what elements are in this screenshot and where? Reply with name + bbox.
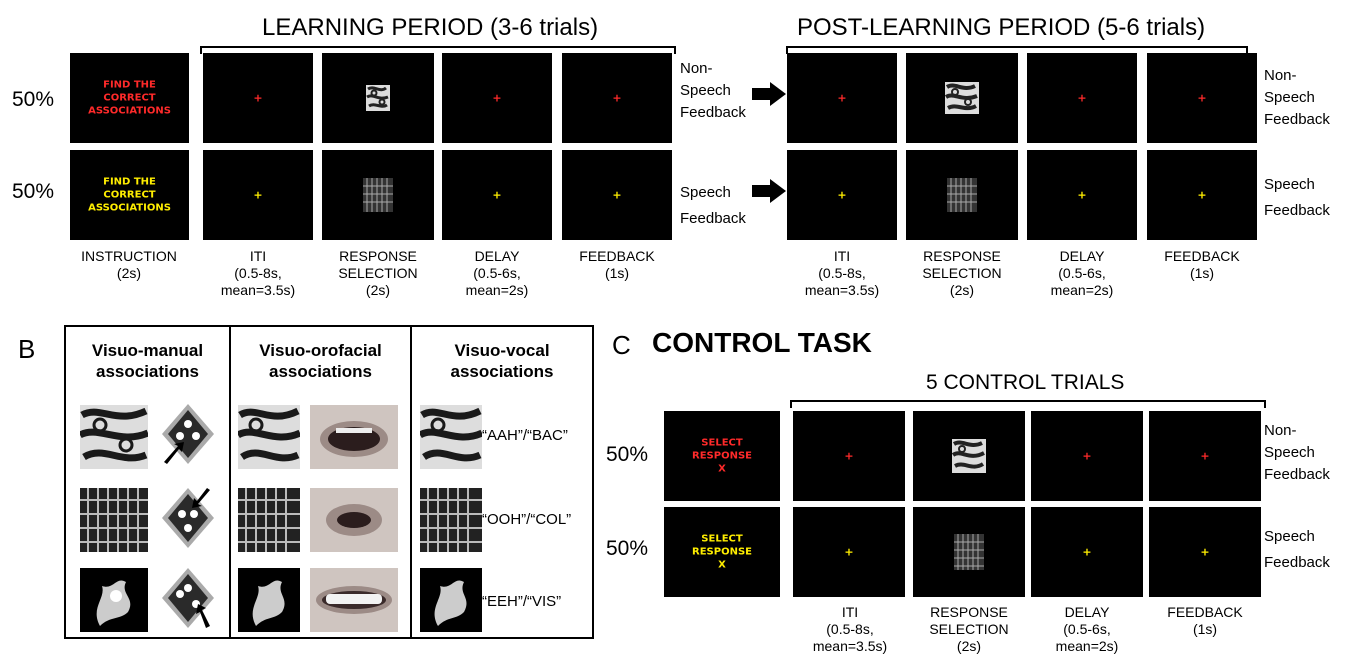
post-response-selection-screen xyxy=(906,150,1018,240)
row1-percentage: 50% xyxy=(12,88,55,111)
control-row2-feedback-label: Speech Feedback xyxy=(1264,528,1330,571)
mouth-aah-image xyxy=(310,405,398,469)
vocal-label: “EEH”/“VIS” xyxy=(482,593,562,610)
visuo-manual-header: Visuo-manual associations xyxy=(91,341,204,381)
hand-posture-icon xyxy=(162,404,214,464)
control-task-title: CONTROL TASK xyxy=(652,327,872,358)
instruction-text: SELECT RESPONSE X xyxy=(692,533,752,571)
control-trials-title: 5 CONTROL TRIALS xyxy=(926,371,1125,394)
blob-texture-stimulus xyxy=(366,85,390,111)
instruction-screen-red: FIND THE CORRECT ASSOCIATIONS xyxy=(70,53,189,143)
blob-texture-stimulus xyxy=(80,405,148,469)
control-row1-percentage: 50% xyxy=(606,443,649,466)
control-bracket xyxy=(790,400,1266,402)
grid-texture-stimulus xyxy=(363,178,393,212)
control-delay-screen: + xyxy=(1031,507,1143,597)
learning-bracket xyxy=(200,46,676,48)
iti-screen: + xyxy=(203,53,313,143)
post-row1-feedback-label: Non- Speech Feedback xyxy=(1264,67,1330,128)
column-divider xyxy=(410,325,412,639)
cloud-texture-stimulus xyxy=(80,568,148,632)
control-delay-caption: DELAY (0.5-6s, mean=2s) xyxy=(1055,604,1119,654)
post-row2-feedback-label: Speech Feedback xyxy=(1264,176,1330,219)
control-delay-screen: + xyxy=(1031,411,1143,501)
arrow-right-icon xyxy=(752,179,786,203)
post-delay-caption: DELAY (0.5-6s, mean=2s) xyxy=(1050,248,1114,298)
control-response-selection-screen xyxy=(913,507,1025,597)
visuo-orofacial-header: Visuo-orofacial associations xyxy=(259,341,382,381)
grid-texture-stimulus xyxy=(238,488,300,552)
fixation-cross: + xyxy=(253,91,263,105)
vocal-label: “AAH”/“BAC” xyxy=(482,427,568,444)
cloud-texture-stimulus xyxy=(238,568,300,632)
control-iti-caption: ITI (0.5-8s, mean=3.5s) xyxy=(812,604,888,654)
row1-feedback-label: Non- Speech Feedback xyxy=(680,60,746,121)
control-row2-percentage: 50% xyxy=(606,537,649,560)
delay-screen: + xyxy=(442,150,552,240)
panel-b-letter: B xyxy=(18,334,36,364)
response-selection-screen xyxy=(322,53,434,143)
control-iti-screen: + xyxy=(793,507,905,597)
iti-screen: + xyxy=(203,150,313,240)
iti-caption: ITI (0.5-8s, mean=3.5s) xyxy=(220,248,296,298)
panel-c-letter: C xyxy=(612,330,631,360)
feedback-caption: FEEDBACK (1s) xyxy=(579,248,655,281)
associations-table xyxy=(64,325,594,639)
post-delay-screen: + xyxy=(1027,150,1137,240)
grid-texture-stimulus xyxy=(954,534,984,570)
post-feedback-caption: FEEDBACK (1s) xyxy=(1164,248,1240,281)
post-feedback-screen: + xyxy=(1147,53,1257,143)
post-response-selection-screen xyxy=(906,53,1018,143)
mouth-ooh-image xyxy=(310,488,398,552)
instruction-screen-yellow: FIND THE CORRECT ASSOCIATIONS xyxy=(70,150,189,240)
mouth-eeh-image xyxy=(310,568,398,632)
control-feedback-screen: + xyxy=(1149,411,1261,501)
delay-screen: + xyxy=(442,53,552,143)
post-learning-bracket xyxy=(786,46,1248,48)
hand-posture-icon xyxy=(162,568,214,628)
response-selection-caption: RESPONSE SELECTION (2s) xyxy=(338,248,418,298)
grid-texture-stimulus xyxy=(947,178,977,212)
control-instruction-screen-red: SELECT RESPONSE X xyxy=(664,411,780,501)
instruction-text: FIND THE CORRECT ASSOCIATIONS xyxy=(88,79,171,117)
control-feedback-caption: FEEDBACK (1s) xyxy=(1167,604,1243,637)
blob-texture-stimulus xyxy=(945,82,979,114)
feedback-screen: + xyxy=(562,150,672,240)
post-delay-screen: + xyxy=(1027,53,1137,143)
hand-posture-icon xyxy=(162,488,214,548)
visuo-vocal-header: Visuo-vocal associations xyxy=(450,341,554,381)
blob-texture-stimulus xyxy=(952,439,986,473)
response-selection-screen xyxy=(322,150,434,240)
grid-texture-stimulus xyxy=(420,488,482,552)
post-learning-period-title: POST-LEARNING PERIOD (5-6 trials) xyxy=(797,14,1206,41)
vocal-label: “OOH”/“COL” xyxy=(482,511,572,528)
post-iti-caption: ITI (0.5-8s, mean=3.5s) xyxy=(804,248,880,298)
post-feedback-screen: + xyxy=(1147,150,1257,240)
control-response-selection-screen xyxy=(913,411,1025,501)
row2-feedback-label: Speech Feedback xyxy=(680,184,746,227)
control-feedback-screen: + xyxy=(1149,507,1261,597)
instruction-caption: INSTRUCTION (2s) xyxy=(81,248,177,281)
control-row1-feedback-label: Non- Speech Feedback xyxy=(1264,422,1330,483)
post-iti-screen: + xyxy=(787,53,897,143)
blob-texture-stimulus xyxy=(238,405,300,469)
delay-caption: DELAY (0.5-6s, mean=2s) xyxy=(465,248,529,298)
instruction-text: FIND THE CORRECT ASSOCIATIONS xyxy=(88,176,171,214)
instruction-text: SELECT RESPONSE X xyxy=(692,437,752,475)
grid-texture-stimulus xyxy=(80,488,148,552)
cloud-texture-stimulus xyxy=(420,568,482,632)
arrow-right-icon xyxy=(752,82,786,106)
blob-texture-stimulus xyxy=(420,405,482,469)
control-instruction-screen-yellow: SELECT RESPONSE X xyxy=(664,507,780,597)
control-iti-screen: + xyxy=(793,411,905,501)
post-iti-screen: + xyxy=(787,150,897,240)
control-response-selection-caption: RESPONSE SELECTION (2s) xyxy=(929,604,1009,654)
post-response-selection-caption: RESPONSE SELECTION (2s) xyxy=(922,248,1002,298)
row2-percentage: 50% xyxy=(12,180,55,203)
feedback-screen: + xyxy=(562,53,672,143)
learning-period-title: LEARNING PERIOD (3-6 trials) xyxy=(262,14,599,41)
column-divider xyxy=(229,325,231,639)
